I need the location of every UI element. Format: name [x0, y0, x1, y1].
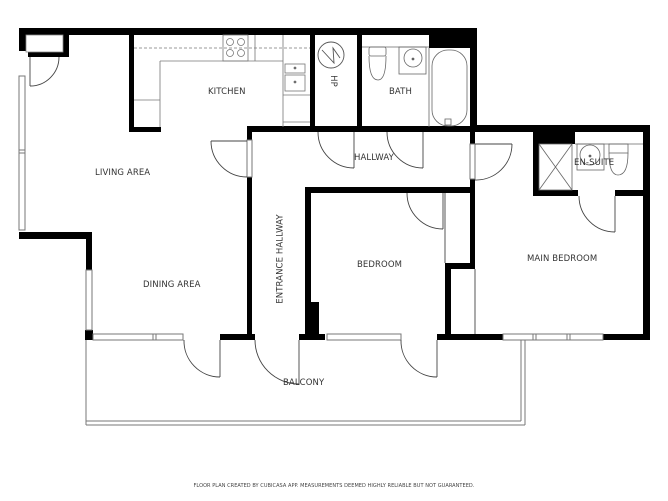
room-label-balcony: BALCONY [283, 378, 325, 388]
closet-interior [25, 34, 64, 53]
room-label-bedroom: BEDROOM [357, 260, 403, 270]
walls [19, 28, 650, 340]
doors [29, 56, 616, 385]
room-label-hallway: HALLWAY [354, 153, 394, 163]
room-label-kitchen: KITCHEN [208, 87, 246, 97]
bath-fixtures [362, 46, 468, 127]
disclaimer-footer: FLOOR PLAN CREATED BY CUBICASA APP. MEAS… [193, 483, 475, 489]
hp-fixture [317, 41, 345, 69]
room-label-bath: BATH [389, 87, 412, 97]
room-label-living-area: LIVING AREA [95, 168, 151, 178]
room-label-main-bedroom: MAIN BEDROOM [527, 254, 598, 264]
room-label-entrance-hallway: ENTRANCE HALLWAY [275, 214, 286, 304]
room-label-dining-area: DINING AREA [143, 280, 201, 290]
kitchen-fixtures [134, 34, 310, 127]
ensuite-fixtures [538, 143, 643, 191]
balcony-outline [85, 340, 526, 426]
room-label-en-suite: EN-SUITE [574, 158, 615, 168]
windows [18, 75, 604, 341]
room-label-hp: HP [327, 75, 338, 87]
